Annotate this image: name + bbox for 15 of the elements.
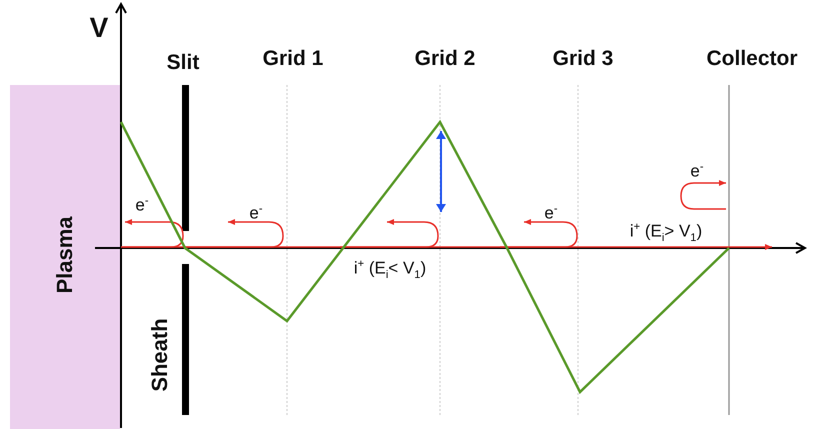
component-label: Grid 1 xyxy=(262,48,324,69)
particle-label: i$^{+}$ (E$_{i}$> V$_{1}$) xyxy=(630,222,702,244)
component-label: Slit xyxy=(166,52,200,73)
axis-label: V xyxy=(90,14,108,42)
component-label: Grid 3 xyxy=(552,48,614,69)
particle-label: e$^{-}$ xyxy=(544,204,558,222)
component-label: Collector xyxy=(706,48,798,69)
component-label: Grid 2 xyxy=(414,48,476,69)
particle-label: e$^{-}$ xyxy=(249,204,263,222)
region-label: Plasma xyxy=(52,216,78,294)
plasma-region xyxy=(10,85,120,429)
particle-label: e$^{-}$ xyxy=(690,162,704,180)
particle-label: i$^{+}$ (E$_{i}$< V$_{1}$) xyxy=(354,259,426,282)
particle-label: e$^{-}$ xyxy=(135,196,149,214)
region-label: Sheath xyxy=(149,318,171,392)
